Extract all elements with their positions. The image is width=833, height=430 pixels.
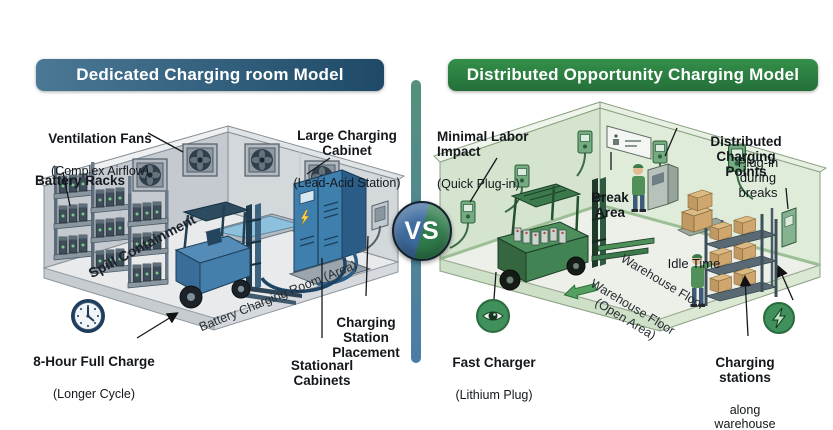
charging-cables [260,249,359,294]
charging-stations-label: Charging stations along warehouse walls [714,354,776,430]
eight-hour-charge-label: 8-Hour Full Charge (Longer Cycle) [33,353,155,401]
charging-cabinet-icon [288,169,372,286]
vs-badge: VS [392,201,452,261]
distributed-points-label: Distributed Charging Points [710,133,782,180]
right-title: Distributed Opportunity Charging Model [466,65,800,84]
break-kiosk-icon [647,163,679,211]
wall-control-box-icon [359,200,389,253]
worker-break-icon [631,164,646,212]
left-title-banner: Dedicated Charging room Model [36,59,384,91]
clock-icon [71,299,105,333]
plug-in-breaks-label: Plug-in during breaks [737,155,779,200]
large-cabinet-label: Large Charging Cabinet (Lead-Acid Statio… [293,127,401,191]
idle-time-label: Idle Time [667,256,721,271]
ventilation-fans-label: Ventilation Fans (Complex Airflow) [48,130,152,178]
wall-charge-box-icon [781,207,797,248]
break-area-sign-icon [606,125,652,160]
forklift-blue-icon [174,201,302,309]
eye-icon [476,299,510,333]
fast-charger-label: Fast Charger (Lithium Plug) [452,354,536,402]
vs-label: VS [404,216,440,245]
lightning-icon [763,302,795,334]
break-area-label: Break Area [591,189,629,221]
right-leader-lines [469,127,794,337]
charging-station-placement-label: Charging Station Placement [332,314,400,361]
right-title-banner: Distributed Opportunity Charging Model [448,59,818,91]
minimal-labor-label: Minimal Labor Impact (Quick Plug-in) [437,128,529,192]
forklift-green-icon [496,177,655,291]
battery-racks-label: Battery Racks [34,172,126,188]
worker-rack-icon [690,254,712,307]
direction-arrow-icon [563,283,597,300]
stationary-cabinets-label: Stationarl Cabinets [290,357,354,389]
left-leader-lines [62,132,369,339]
left-title: Dedicated Charging room Model [76,65,344,84]
